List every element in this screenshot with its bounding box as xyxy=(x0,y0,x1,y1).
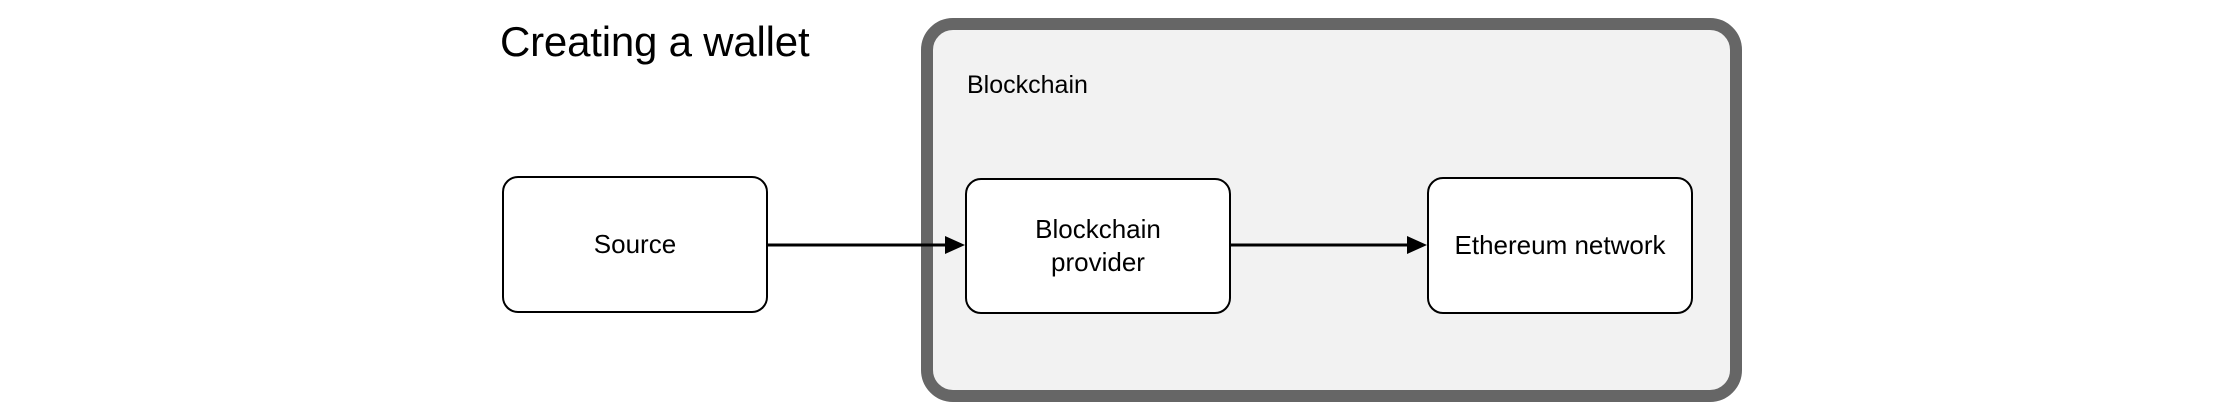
node-source[interactable]: Source xyxy=(502,176,768,313)
page-title: Creating a wallet xyxy=(500,18,810,65)
node-source-label: Source xyxy=(593,229,677,259)
node-ethereum-network-label: Ethereum network xyxy=(1454,230,1666,260)
node-blockchain-provider-label-line2: provider xyxy=(1051,247,1145,277)
group-label-blockchain: Blockchain xyxy=(967,71,1088,99)
node-ethereum-network[interactable]: Ethereum network xyxy=(1427,177,1693,314)
node-blockchain-provider-label-line1: Blockchain xyxy=(1035,214,1161,244)
